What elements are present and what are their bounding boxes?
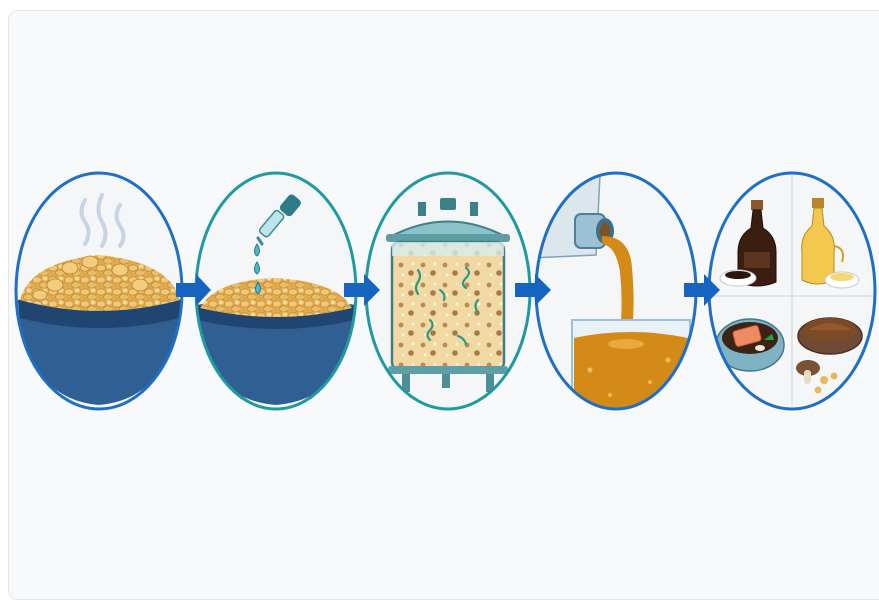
step-4-pressing-extraction <box>530 170 705 415</box>
water-drop-icon <box>255 244 261 294</box>
step-3-fermentation <box>360 170 535 415</box>
step-5-products <box>705 170 879 415</box>
step-2-inoculation <box>190 170 365 415</box>
miso-bowl-icon <box>798 318 862 354</box>
